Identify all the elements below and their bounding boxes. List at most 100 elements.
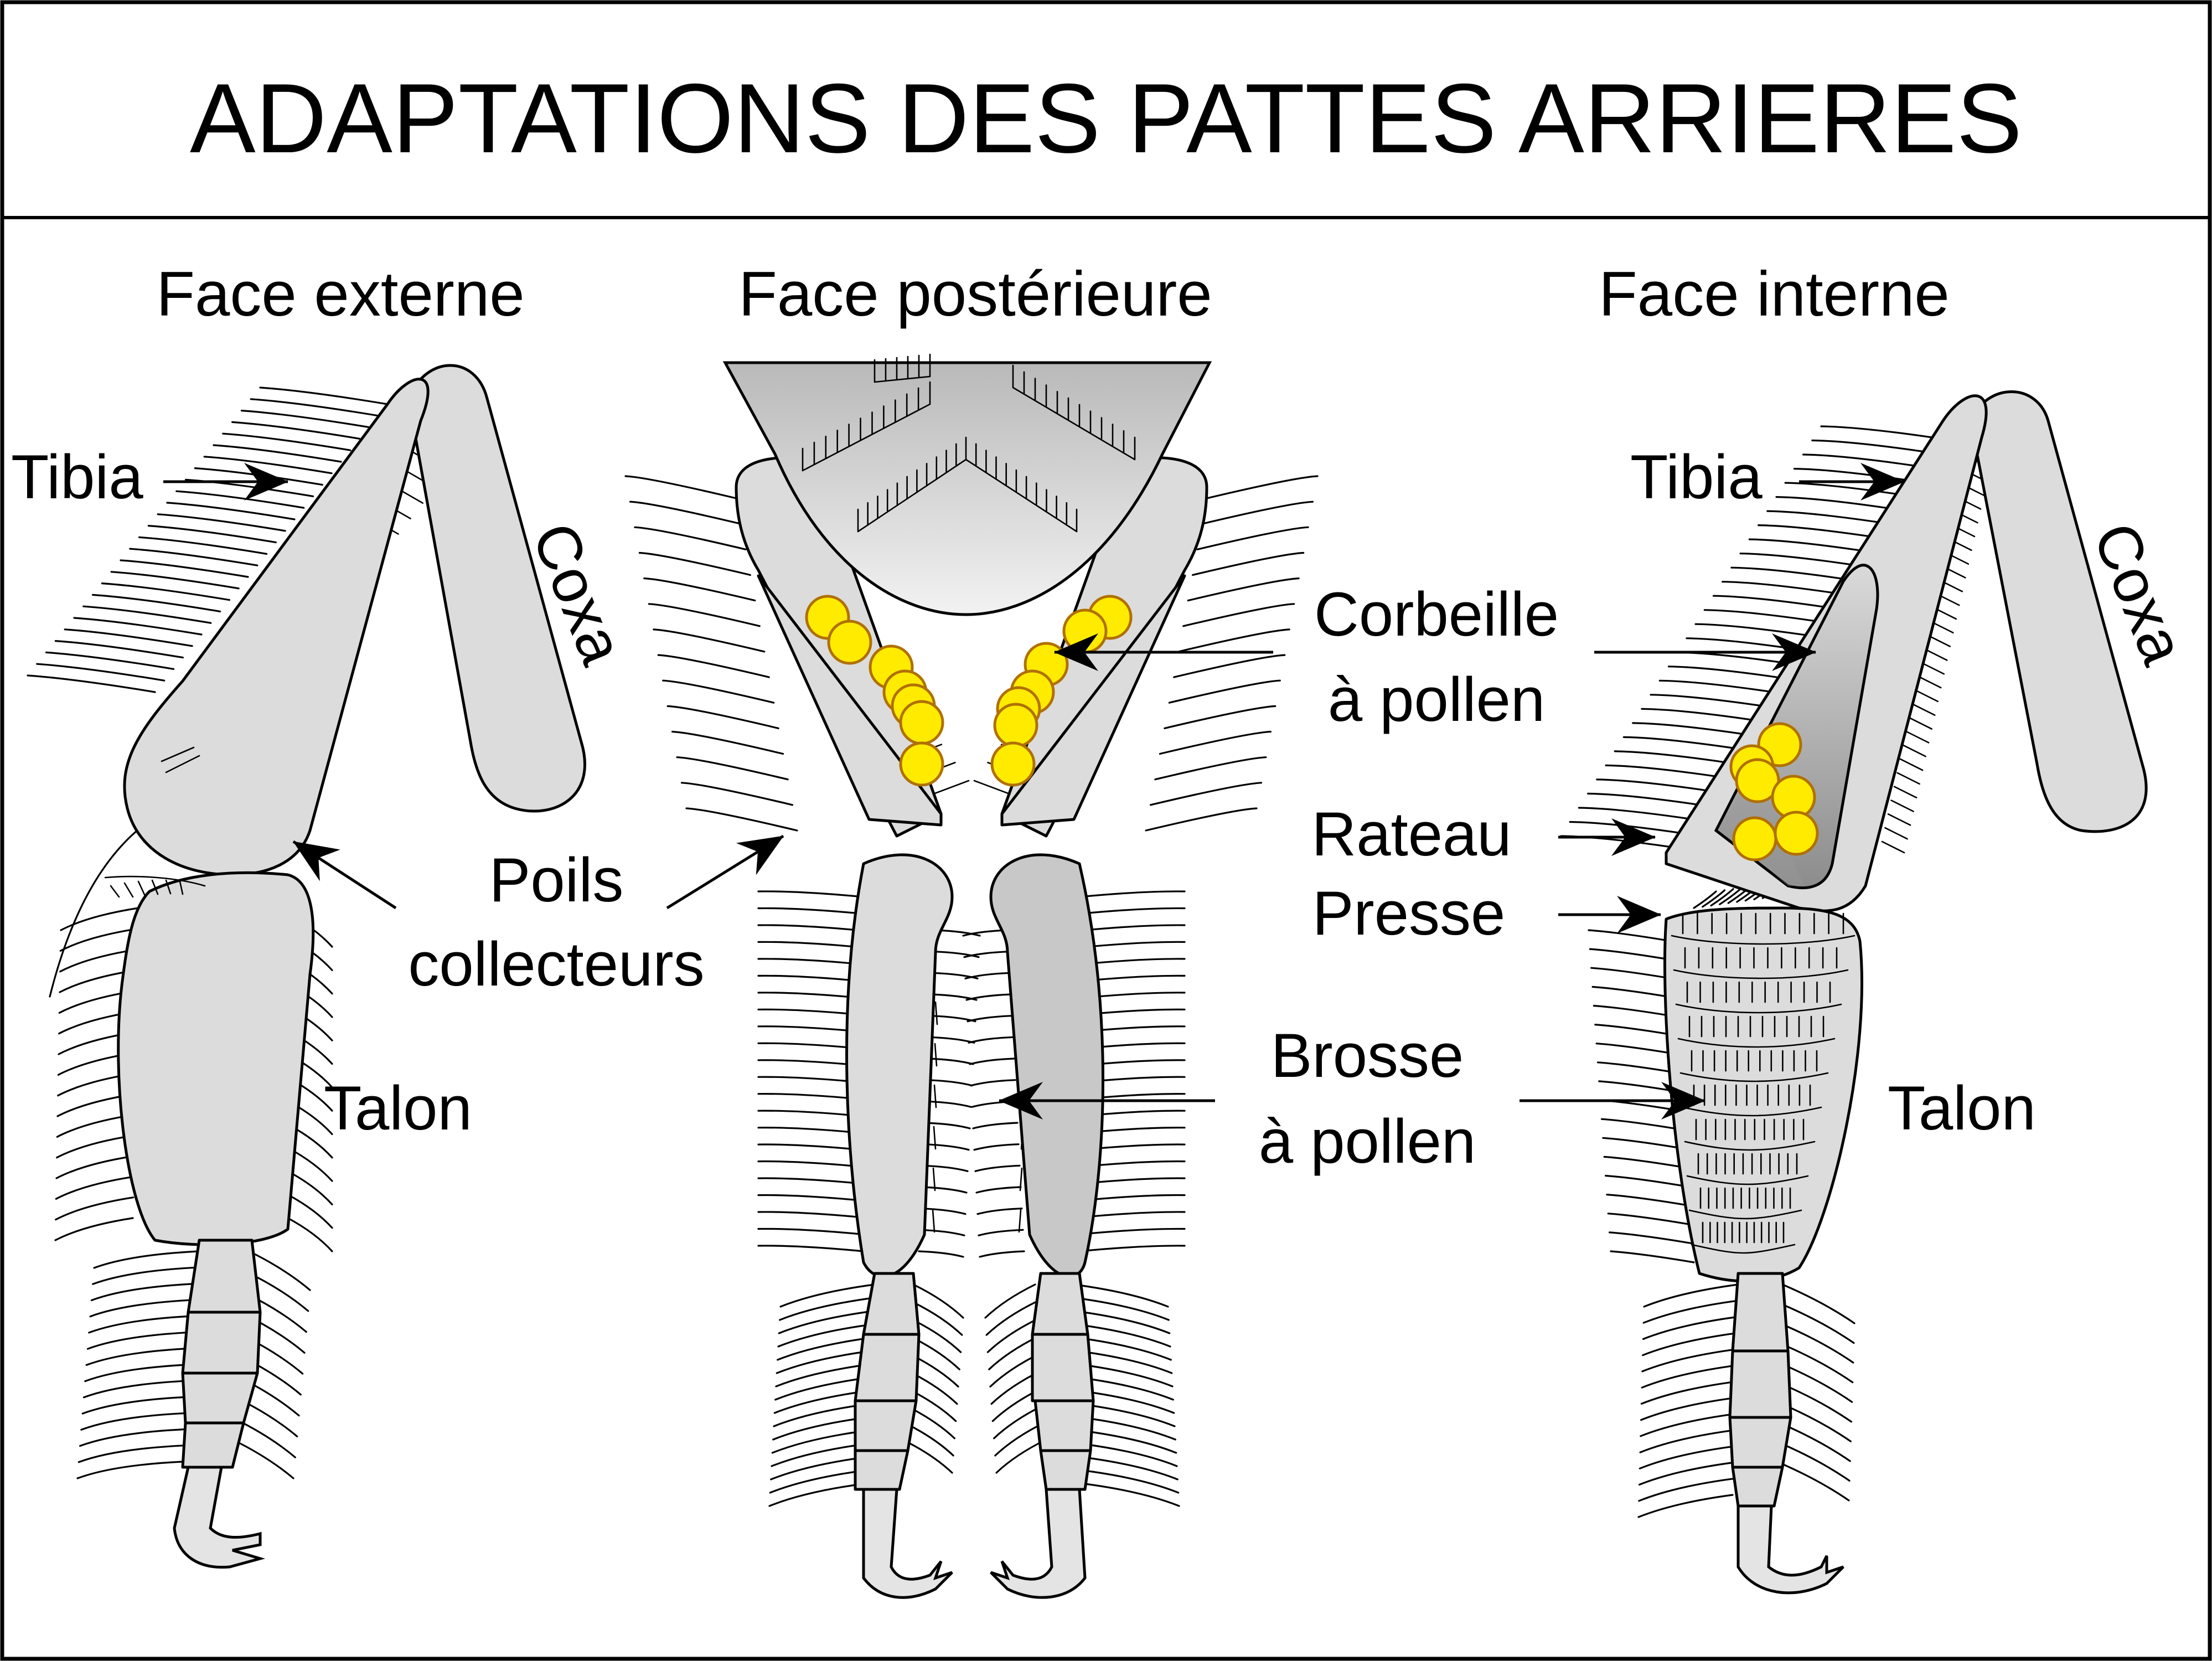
external-tarsus-2 bbox=[181, 1311, 262, 1375]
talon-hair bbox=[1589, 948, 1674, 961]
tibia-fringe-hair bbox=[250, 398, 379, 417]
tarsus-hair bbox=[93, 1250, 200, 1269]
external-tarsus-1 bbox=[187, 1239, 262, 1314]
talon-bristle bbox=[933, 1126, 937, 1150]
external-claw bbox=[173, 1466, 266, 1569]
corbeille-fringe-hair bbox=[662, 679, 775, 704]
figure-title: ADAPTATIONS DES PATTES ARRIERES bbox=[190, 63, 2022, 173]
corbeille-fringe-hair bbox=[1192, 551, 1305, 576]
tarsus-hair bbox=[1781, 1283, 1856, 1324]
label-brosse-pollen: à pollen bbox=[1259, 1107, 1476, 1176]
tarsus-hair bbox=[84, 1364, 192, 1383]
tarsus-hair bbox=[1780, 1343, 1854, 1384]
pollen-load bbox=[827, 620, 872, 665]
tibia-spur-hair bbox=[49, 824, 145, 998]
tarsus-hair bbox=[777, 1337, 873, 1361]
tarsus-hair bbox=[1640, 1413, 1736, 1437]
tibia-fringe-hair bbox=[1605, 764, 1718, 777]
tibia-fringe-hair bbox=[240, 410, 370, 429]
label-brosse: Brosse bbox=[1271, 1021, 1464, 1090]
posterior-left-tarsus-3 bbox=[854, 1399, 918, 1452]
posterior-right-tarsus-1 bbox=[1031, 1272, 1089, 1336]
heading-face-posterieure: Face postérieure bbox=[738, 259, 1212, 329]
talon-hair bbox=[1078, 890, 1186, 898]
tarsus-hair bbox=[89, 1299, 197, 1318]
talon-hair bbox=[974, 1164, 1021, 1172]
tibia-fringe-hair bbox=[82, 605, 212, 624]
tibia-fringe-hair bbox=[1614, 750, 1727, 764]
tibia-edge-hair bbox=[1896, 772, 1920, 785]
tibia-fringe-hair bbox=[222, 432, 352, 451]
talon-bristle bbox=[934, 1043, 938, 1067]
internal-tarsus-1 bbox=[1731, 1272, 1790, 1353]
talon-bristle bbox=[932, 1167, 936, 1191]
talon-hair bbox=[964, 972, 1011, 979]
tibia-fringe-hair bbox=[27, 674, 156, 693]
talon-hair bbox=[968, 1036, 1014, 1044]
talon-hair bbox=[1078, 1245, 1186, 1252]
label-tibia-internal: Tibia bbox=[1630, 442, 1763, 512]
tibia-fringe-hair bbox=[231, 421, 361, 440]
tarsus-hair bbox=[81, 1396, 189, 1415]
tibia-fringe-hair bbox=[1622, 736, 1735, 749]
talon-hair bbox=[972, 1122, 1019, 1129]
talon-hair bbox=[1609, 1231, 1694, 1245]
tibia-fringe-hair bbox=[175, 490, 305, 509]
corbeille-fringe-hair bbox=[666, 705, 779, 729]
talon-hair bbox=[1607, 1213, 1692, 1226]
tarsus-hair bbox=[778, 1310, 874, 1334]
tarsus-hair bbox=[90, 1282, 198, 1302]
tarsus-hair bbox=[248, 1250, 311, 1291]
internal-talon-rows bbox=[1671, 912, 1856, 1254]
tarsus-hair bbox=[772, 1416, 869, 1441]
talon-hair bbox=[976, 1208, 1023, 1215]
tibia-fringe-hair bbox=[1712, 595, 1826, 608]
abdomen bbox=[722, 361, 1212, 616]
tarsus-hair bbox=[774, 1376, 871, 1401]
label-corbeille-pollen: à pollen bbox=[1328, 665, 1545, 734]
pollen-load bbox=[1774, 811, 1819, 856]
posterior-right-claw bbox=[990, 1488, 1087, 1599]
tarsus-hair bbox=[1637, 1494, 1734, 1518]
tibia-edge-hair bbox=[1924, 648, 1948, 661]
tarsus-hair bbox=[771, 1430, 867, 1454]
talon-hair bbox=[926, 1100, 972, 1108]
label-talon-external: Talon bbox=[324, 1074, 472, 1143]
tibia-edge-hair bbox=[1909, 717, 1932, 730]
tibia-fringe-hair bbox=[110, 571, 240, 590]
talon-hair bbox=[970, 1079, 1016, 1087]
corbeille-fringe-hair bbox=[685, 807, 798, 832]
talon-hair bbox=[979, 1250, 1025, 1258]
arrow-poils-posterior bbox=[666, 834, 784, 910]
internal-claw bbox=[1736, 1504, 1844, 1595]
pollen-load bbox=[899, 700, 944, 745]
tibia-fringe-hair bbox=[259, 386, 389, 405]
posterior-right-tarsus-2 bbox=[1031, 1333, 1095, 1402]
tibia-fringe-hair bbox=[120, 559, 249, 578]
talon-hair bbox=[287, 1194, 333, 1229]
talon-hair bbox=[932, 972, 979, 979]
tibia-fringe-hair bbox=[166, 502, 296, 520]
posterior-left-tarsus-1 bbox=[862, 1272, 921, 1336]
tarsus-hair bbox=[86, 1331, 194, 1350]
tarsus-hair bbox=[1639, 1429, 1735, 1453]
talon-hair bbox=[757, 907, 865, 915]
tarsus-hair bbox=[1641, 1364, 1737, 1389]
tibia-fringe-hair bbox=[1650, 694, 1763, 707]
pollen-basket bbox=[1714, 564, 1879, 890]
tibia-fringe-hair bbox=[1748, 538, 1861, 551]
talon-bristle bbox=[1019, 1167, 1023, 1191]
external-tarsus-3 bbox=[181, 1371, 259, 1425]
tarsus-hair bbox=[768, 1483, 865, 1507]
tarsus-hair bbox=[1640, 1397, 1736, 1421]
corbeille-fringe-hair bbox=[676, 756, 789, 781]
talon-bristle bbox=[933, 1084, 937, 1108]
tarsus-hair bbox=[1082, 1456, 1179, 1481]
corbeille-fringe-hair bbox=[1154, 756, 1267, 781]
external-spur bbox=[161, 746, 200, 773]
corbeille-fringe-hair bbox=[680, 782, 794, 806]
tarsus-hair bbox=[1639, 1445, 1735, 1469]
external-coxa bbox=[407, 364, 586, 813]
tibia-fringe-hair bbox=[129, 548, 259, 566]
posterior-left-tarsus-4 bbox=[854, 1449, 909, 1491]
